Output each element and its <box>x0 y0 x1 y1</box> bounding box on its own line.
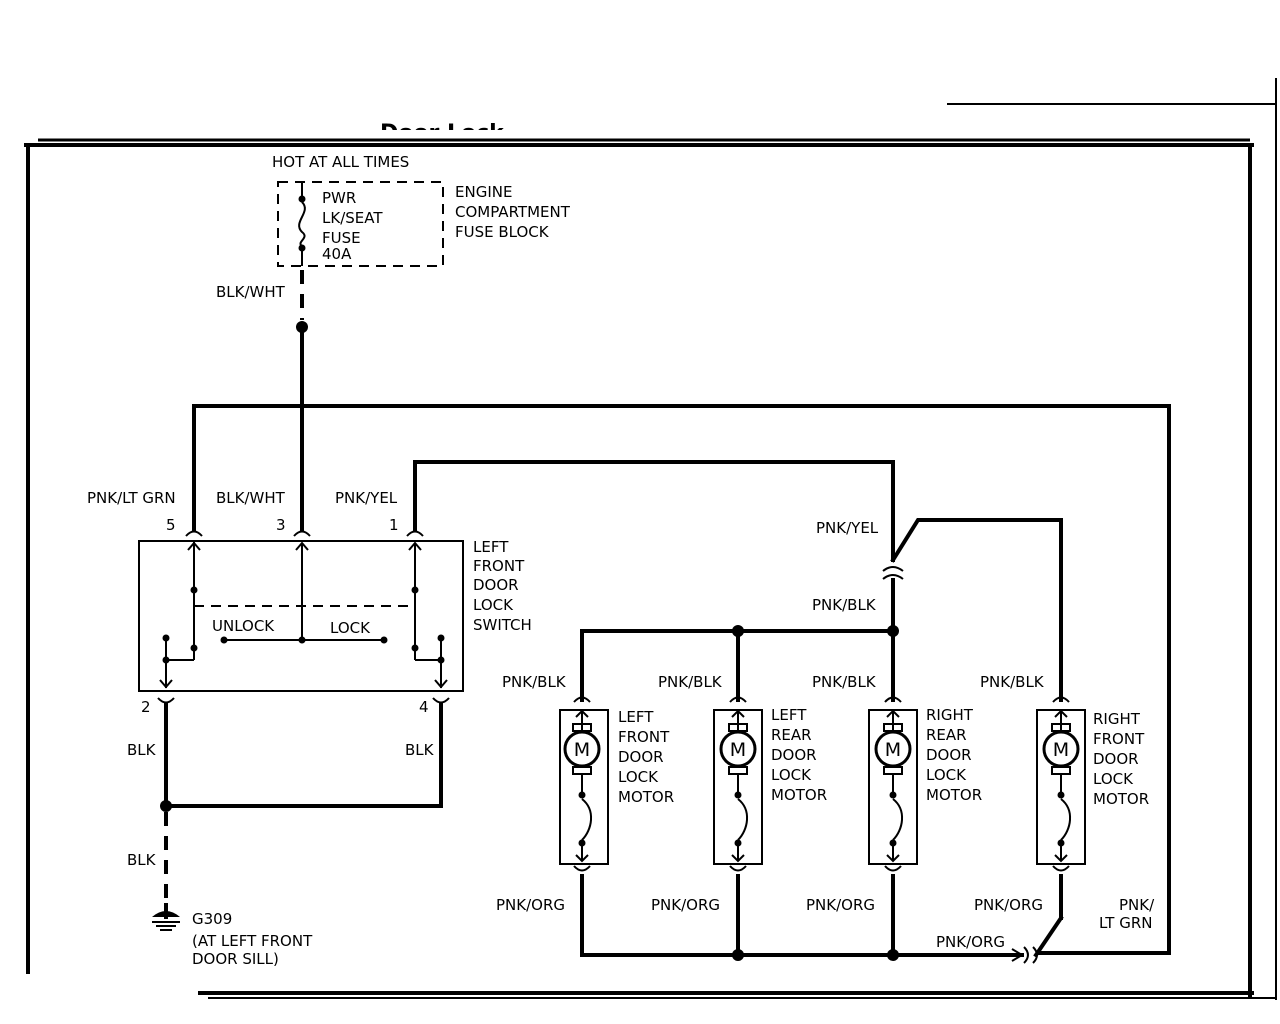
switch-name-line-1: LEFT <box>473 538 509 556</box>
ground-id: G309 <box>192 910 232 928</box>
fuse-line-3: FUSE <box>322 229 361 247</box>
motor-symbol: M <box>730 739 746 761</box>
motor-label-line-5: MOTOR <box>1093 790 1149 808</box>
pin-4-number: 4 <box>419 698 429 716</box>
motor-label-line-3: DOOR <box>771 746 817 764</box>
pin-2-number: 2 <box>141 698 151 716</box>
door-lock-switch: UNLOCK LOCK LEFT FRONT DOOR LOCK SWITCH <box>138 530 532 704</box>
motor-top-wire-label: PNK/BLK <box>980 673 1045 691</box>
ground-wire-label: BLK <box>127 851 157 869</box>
motor-label-line-5: MOTOR <box>618 788 674 806</box>
motor-bottom-wire-label: PNK/ORG <box>651 896 720 914</box>
pin-2-wire-label: BLK <box>127 741 157 759</box>
motor-symbol: M <box>1053 739 1069 761</box>
motor-label-line-1: RIGHT <box>1093 710 1141 728</box>
inline-connector-lower-wire-label: PNK/BLK <box>812 596 877 614</box>
pin-3-wire-label: BLK/WHT <box>216 489 286 507</box>
fuse-block-line-2: COMPARTMENT <box>455 203 571 221</box>
engine-fuse-block: HOT AT ALL TIMES PWR LK/SEAT FUSE 40A EN… <box>272 153 571 267</box>
pnk-lt-grn-side-label-1: PNK/ <box>1119 896 1155 914</box>
page-title: Door Lock <box>380 121 505 146</box>
return-bus-label: PNK/ORG <box>936 933 1005 951</box>
ground-circuit: BLK G309 (AT LEFT FRONT DOOR SILL) <box>127 702 443 968</box>
motor-label-line-3: DOOR <box>926 746 972 764</box>
ground-location-line-1: (AT LEFT FRONT <box>192 932 313 950</box>
ground-location-line-2: DOOR SILL) <box>192 950 279 968</box>
motor-label-line-4: LOCK <box>618 768 659 786</box>
pin-4-wire-label: BLK <box>405 741 435 759</box>
inline-connector-upper-wire-label: PNK/YEL <box>816 519 879 537</box>
motor-label-line-3: DOOR <box>1093 750 1139 768</box>
fuse-line-4: 40A <box>322 245 352 263</box>
pin-1-wire-label: PNK/YEL <box>335 489 398 507</box>
fuse-icon <box>298 201 306 247</box>
motor-label-line-2: FRONT <box>1093 730 1145 748</box>
lock-motor: M LEFT REAR DOOR LOCK MOTOR PNK/BLK PNK/… <box>651 673 827 914</box>
switch-name-line-2: FRONT <box>473 557 525 575</box>
hot-at-all-times-label: HOT AT ALL TIMES <box>272 153 409 171</box>
fuse-block-line-1: ENGINE <box>455 183 512 201</box>
switch-name-line-4: LOCK <box>473 596 514 614</box>
motor-label-line-2: REAR <box>771 726 812 744</box>
pin-5-number: 5 <box>166 516 176 534</box>
motor-symbol: M <box>885 739 901 761</box>
inline-connector-upper: PNK/YEL PNK/BLK <box>812 519 904 614</box>
motor-top-wire-label: PNK/BLK <box>658 673 723 691</box>
page-title-clip: Door Lock <box>380 121 505 146</box>
fuse-line-1: PWR <box>322 189 356 207</box>
motor-label-line-5: MOTOR <box>771 786 827 804</box>
motor-label-line-1: RIGHT <box>926 706 974 724</box>
lock-label: LOCK <box>330 619 371 637</box>
switch-pin-labels: PNK/LT GRN BLK/WHT PNK/YEL 5 3 1 2 4 BLK… <box>87 489 435 759</box>
fuse-block-line-3: FUSE BLOCK <box>455 223 550 241</box>
motor-bottom-wire-label: PNK/ORG <box>496 896 565 914</box>
pnk-org-return-bus: PNK/ORG PNK/ LT GRN <box>580 874 1155 964</box>
motor-symbol: M <box>574 739 590 761</box>
motor-label-line-4: LOCK <box>1093 770 1134 788</box>
motor-top-wire-label: PNK/BLK <box>812 673 877 691</box>
motor-bottom-wire-label: PNK/ORG <box>974 896 1043 914</box>
pin-5-wire-label: PNK/LT GRN <box>87 489 176 507</box>
lock-motor: M LEFT FRONT DOOR LOCK MOTOR PNK/BLK PNK… <box>496 673 674 914</box>
pnk-yel-wire <box>413 460 895 562</box>
motor-label-line-4: LOCK <box>926 766 967 784</box>
pnk-lt-grn-side-label-2: LT GRN <box>1099 914 1153 932</box>
motor-label-line-1: LEFT <box>618 708 654 726</box>
fuse-line-2: LK/SEAT <box>322 209 383 227</box>
motor-label-line-5: MOTOR <box>926 786 982 804</box>
motor-label-line-1: LEFT <box>771 706 807 724</box>
unlock-label: UNLOCK <box>212 617 275 635</box>
motor-label-line-4: LOCK <box>771 766 812 784</box>
motor-label-line-3: DOOR <box>618 748 664 766</box>
lock-motor: M RIGHT FRONT DOOR LOCK MOTOR PNK/BLK PN… <box>974 673 1149 914</box>
feed-wire: BLK/WHT <box>216 270 308 532</box>
motor-label-line-2: FRONT <box>618 728 670 746</box>
right-front-feed-wire <box>890 518 1063 702</box>
motor-label-line-2: REAR <box>926 726 967 744</box>
pnk-lt-grn-wire <box>192 404 1171 955</box>
feed-wire-label: BLK/WHT <box>216 283 286 301</box>
motor-bottom-wire-label: PNK/ORG <box>806 896 875 914</box>
lock-motor: M RIGHT REAR DOOR LOCK MOTOR PNK/BLK PNK… <box>806 673 982 914</box>
ground-icon <box>152 911 180 917</box>
pin-3-number: 3 <box>276 516 286 534</box>
pin-1-number: 1 <box>389 516 399 534</box>
switch-name-line-5: SWITCH <box>473 616 532 634</box>
page-frame <box>24 78 1277 1000</box>
switch-name-line-3: DOOR <box>473 576 519 594</box>
motor-top-wire-label: PNK/BLK <box>502 673 567 691</box>
pnk-blk-bus <box>580 629 895 702</box>
